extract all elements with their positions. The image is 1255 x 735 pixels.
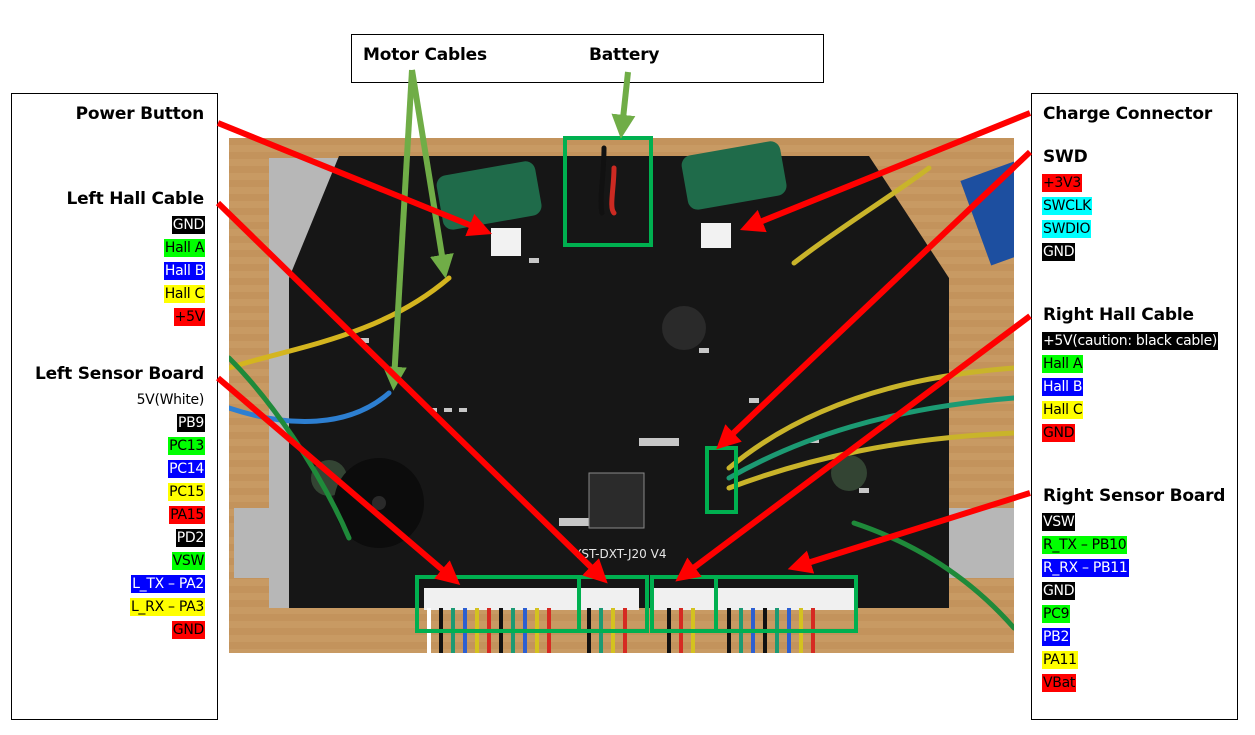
board-silkscreen-label: YST-DXT-J20 V4: [573, 547, 666, 561]
pin-label: L_TX – PA2: [131, 575, 205, 593]
left-hall-cable-title: Left Hall Cable: [66, 189, 204, 209]
battery-label: Battery: [589, 45, 660, 65]
pin-label: PC15: [168, 483, 205, 501]
pin-label: 5V(White): [136, 392, 205, 408]
pin-label: PB9: [176, 414, 205, 432]
pin-label: R_RX – PB11: [1042, 559, 1129, 577]
pin-label: PB2: [1042, 628, 1071, 646]
left-sensor-board-title: Left Sensor Board: [34, 364, 204, 384]
pin-label: GND: [171, 621, 205, 639]
pcb-board-photo: YST-DXT-J20 V4: [229, 138, 1014, 653]
pin-label: Hall B: [163, 262, 205, 280]
left-hall-pin-list: GND Hall A Hall B Hall C +5V: [163, 216, 205, 331]
pin-label: Hall A: [1042, 355, 1084, 373]
pin-label: GND: [1042, 243, 1076, 261]
pin-label: L_RX – PA3: [129, 598, 205, 616]
pin-label: +5V: [173, 308, 205, 326]
pin-label: Hall C: [163, 285, 205, 303]
pin-label: VSW: [171, 552, 205, 570]
right-hall-pin-list: +5V(caution: black cable) Hall A Hall B Hal…: [1042, 332, 1219, 447]
pin-label: PA11: [1042, 651, 1078, 669]
pin-label: Hall A: [163, 239, 205, 257]
pin-label: +5V(caution: black cable): [1042, 332, 1219, 350]
left-sensor-connector: [424, 588, 639, 610]
pin-label: VBat: [1042, 674, 1077, 692]
right-sensor-board-title: Right Sensor Board: [1043, 486, 1226, 506]
mcu-chip: [588, 472, 645, 529]
pin-label: SWCLK: [1042, 197, 1092, 215]
right-hall-cable-title: Right Hall Cable: [1043, 305, 1194, 325]
charge-connector-title: Charge Connector: [1043, 104, 1213, 124]
pin-label: +3V3: [1042, 174, 1082, 192]
right-sensor-connector: [654, 588, 854, 610]
power-button-connector: [491, 228, 521, 256]
pin-label: PD2: [175, 529, 205, 547]
pin-label: GND: [1042, 424, 1076, 442]
pin-label: PC13: [168, 437, 205, 455]
pin-label: Hall B: [1042, 378, 1084, 396]
pin-label: VSW: [1042, 513, 1076, 531]
pin-label: R_TX – PB10: [1042, 536, 1128, 554]
pin-label: GND: [1042, 582, 1076, 600]
pin-label: PA15: [169, 506, 205, 524]
power-button-title: Power Button: [75, 104, 205, 124]
pin-label: PC9: [1042, 605, 1071, 623]
pin-label: PC14: [168, 460, 205, 478]
pin-label: Hall C: [1042, 401, 1084, 419]
pin-label: SWDIO: [1042, 220, 1092, 238]
motor-cables-label: Motor Cables: [363, 45, 487, 65]
pin-label: GND: [171, 216, 205, 234]
swd-title: SWD: [1043, 147, 1088, 167]
charge-connector: [701, 223, 731, 248]
